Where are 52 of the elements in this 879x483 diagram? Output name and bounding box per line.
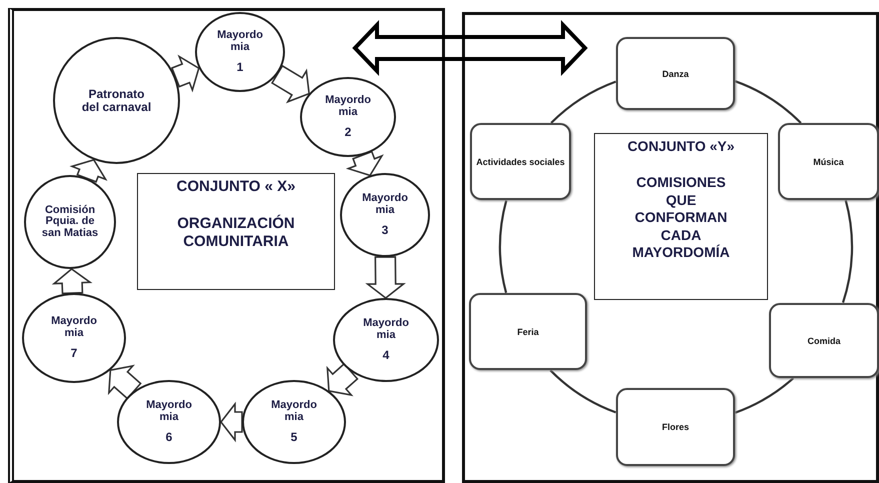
node-label: ORGANIZACIÓN COMUNITARIA [176, 215, 296, 250]
rounded-box [778, 123, 879, 200]
connector-line [550, 80, 616, 124]
node-label: COMISIONES QUE CONFORMAN CADA MAYORDOMÍA [631, 174, 731, 262]
node-label: Mayordo mia [216, 30, 264, 54]
block-arrow [326, 362, 359, 396]
node-label: 1 [236, 61, 244, 74]
block-arrow [271, 64, 310, 104]
block-arrow [346, 150, 384, 176]
title-text: CONJUNTO «Y» [627, 138, 735, 154]
node-label: 6 [166, 431, 172, 444]
node-label: Feria [517, 326, 539, 336]
node-label: Música [813, 156, 844, 166]
node-label: 4 [382, 349, 390, 362]
rounded-box [469, 293, 587, 370]
node-label: Comisión Pquia. de san Matias [40, 204, 100, 240]
node-label: Mayordo mia [362, 318, 410, 342]
block-arrow [108, 364, 142, 400]
title-box [137, 173, 335, 290]
block-arrow [170, 54, 200, 92]
node-label: Mayordo mia [270, 400, 318, 424]
panel [462, 12, 879, 483]
node-label: Mayordo mia [324, 95, 372, 118]
title-text: CONJUNTO « X» [176, 178, 296, 196]
node-label: Danza [662, 68, 689, 78]
node-label: Patronato del carnaval [82, 88, 152, 114]
connector-line [734, 80, 802, 124]
rounded-box [769, 303, 879, 378]
node-label: 5 [290, 431, 298, 444]
node-label: Actividades sociales [476, 156, 565, 166]
connector-line [499, 200, 508, 294]
node-label: Mayordo mia [361, 193, 409, 216]
rounded-box [470, 123, 571, 200]
double-arrow [352, 20, 588, 76]
block-arrow [365, 256, 406, 300]
block-arrow [52, 268, 92, 294]
node-label: 2 [344, 126, 352, 139]
node-label: Mayordo mia [145, 400, 193, 424]
title-box [594, 133, 768, 300]
rounded-box [616, 37, 735, 110]
block-arrow [220, 402, 243, 442]
block-arrow [70, 158, 108, 183]
node-label: 7 [70, 347, 78, 360]
connector-line [842, 200, 854, 303]
node-label: Flores [662, 422, 689, 432]
node-label: 3 [382, 224, 388, 237]
panel [8, 8, 445, 483]
connector-line [734, 377, 794, 414]
node-label: Mayordo mia [50, 316, 98, 340]
rounded-box [616, 388, 735, 466]
connector-line [550, 369, 616, 414]
node-label: Comida [807, 336, 840, 346]
